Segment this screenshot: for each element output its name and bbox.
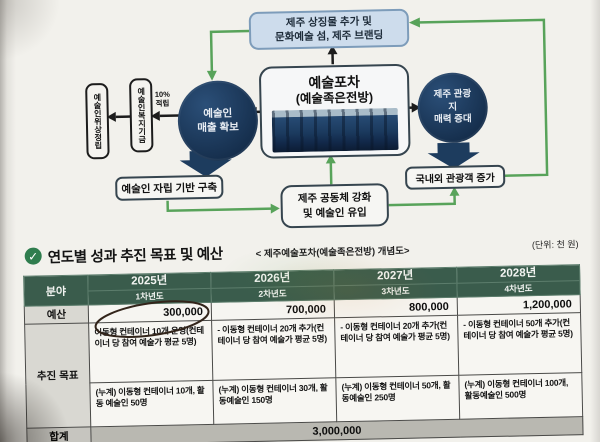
- art-pocha-box: 예술포차 (예술족은전방): [258, 63, 411, 159]
- art-pocha-title: 예술포차: [308, 74, 361, 92]
- goal1-2027: - 이동형 컨테이너 20개 추가(컨테이너 당 참여 예술가 평균 5명): [334, 315, 459, 378]
- goal1-2026: - 이동형 컨테이너 20개 추가(컨테이너 당 참여 예술가 평균 5명): [211, 317, 336, 381]
- yearly-plan-table: 분야 2025년 1차년도 2026년 2차년도 2027년 3차년도 2028…: [23, 264, 584, 442]
- goal2-2026: (누계) 이동형 컨테이너 30개, 활동예술인 150명: [212, 377, 337, 425]
- concept-diagram: 제주 상징물 추가 및 문화예술 섬, 제주 브랜딩 예술포차 (예술족은전방)…: [85, 8, 549, 229]
- budget-row-label: 예산: [24, 304, 89, 325]
- goal1-2025: 이동형 컨테이너 10개 운영(컨테이너 당 참여 예술가 평균 5명): [88, 320, 213, 383]
- total-row-label: 합계: [26, 426, 92, 442]
- section-title: 연도별 성과 추진 목표 및 예산: [47, 246, 224, 267]
- art-pocha-container-photo: [271, 107, 399, 153]
- goal2-2025: (누계) 이동형 컨테이너 10개, 활동 예술인 50명: [89, 380, 214, 427]
- goal1-2028: - 이동형 컨테이너 50개 추가(컨테이너 당 참여 예술가 평균 5명): [457, 312, 582, 376]
- unit-label: (단위: 천 원): [531, 239, 579, 251]
- community-box: 제주 공동체 강화 및 예술인 유입: [280, 183, 390, 229]
- check-icon: ✓: [24, 247, 42, 265]
- goal-row-label: 추진 목표: [24, 322, 91, 429]
- col-header-category: 분야: [23, 274, 89, 307]
- artist-status-box: 예술인위상정립: [85, 82, 110, 160]
- goal2-2028: (누계) 이동형 컨테이너 100개, 활동예술인 500명: [458, 372, 583, 420]
- ten-percent-savings-label: 10% 적립: [154, 89, 170, 108]
- self-reliance-banner: 예술인 자립 기반 구축: [115, 174, 224, 201]
- goal2-2027: (누계) 이동형 컨테이너 50개, 활동예술인 250명: [335, 375, 460, 422]
- tourists-increase-box: 국내외 관광객 증가: [404, 164, 506, 190]
- art-pocha-subtitle: (예술족은전방): [295, 90, 374, 106]
- col-header-2025: 2025년 1차년도: [87, 272, 212, 305]
- diagram-caption: < 제주예술포차(예술족은전방) 개념도>: [255, 245, 410, 260]
- branding-box: 제주 상징물 추가 및 문화예술 섬, 제주 브랜딩: [248, 8, 410, 51]
- col-header-2028: 2028년 4차년도: [456, 264, 581, 298]
- col-header-2026: 2026년 2차년도: [210, 269, 335, 303]
- col-header-2027: 2027년 3차년도: [333, 267, 458, 300]
